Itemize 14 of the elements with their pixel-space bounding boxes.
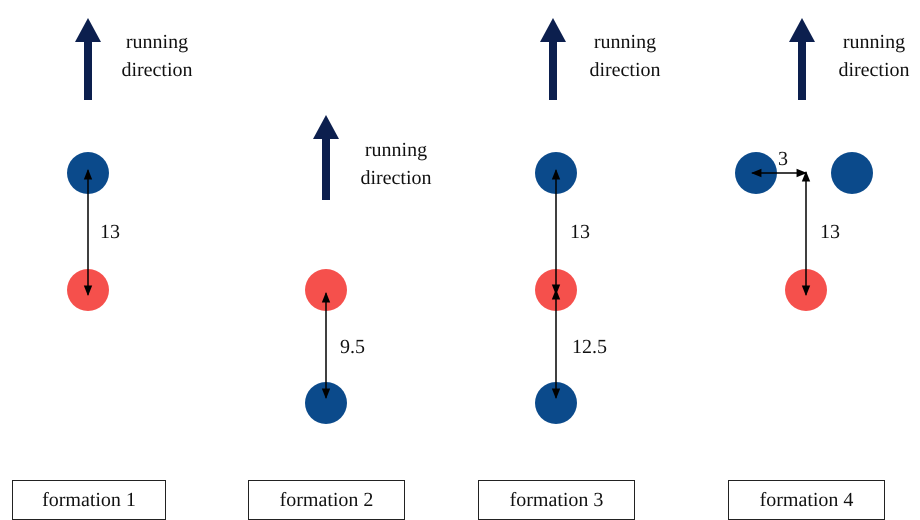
formation-label-box: formation 1 (12, 480, 166, 520)
distance-label: 12.5 (572, 335, 608, 360)
distance-label: 13 (820, 220, 841, 245)
direction-label: running direction (120, 30, 194, 83)
direction-label: running direction (837, 30, 911, 83)
distance-label: 13 (570, 220, 591, 245)
formation-label-box: formation 2 (248, 480, 405, 520)
distance-label: 3 (778, 147, 789, 172)
direction-label: running direction (588, 30, 662, 83)
distance-label: 9.5 (340, 335, 366, 360)
direction-label: running direction (359, 138, 433, 191)
formation-label-box: formation 3 (478, 480, 635, 520)
formation-label-box: formation 4 (728, 480, 885, 520)
distance-label: 13 (100, 220, 121, 245)
